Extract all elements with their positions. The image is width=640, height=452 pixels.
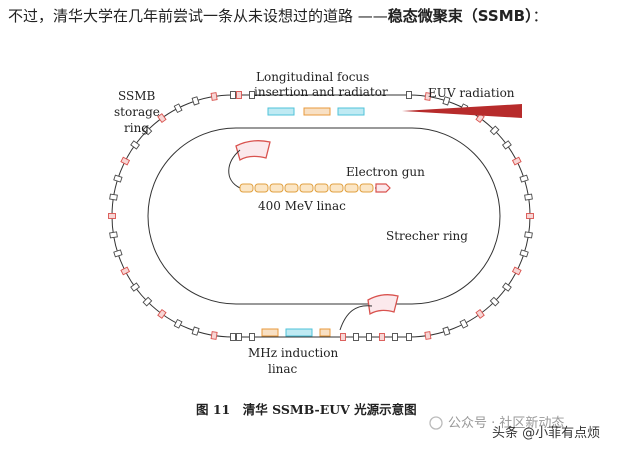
ring-magnet [524, 193, 533, 201]
ring-magnet [108, 213, 116, 219]
ring-magnet [442, 326, 451, 336]
ring-magnet [157, 113, 167, 124]
ring-magnet [524, 231, 533, 239]
injection-magnet-bottom [367, 294, 399, 316]
watermark-author: 头条 @小菲有点烦 [492, 425, 600, 441]
watermark-source: 公众号 · 社区新动态 [448, 415, 564, 431]
ring-magnet [191, 96, 200, 106]
storage-ring [111, 94, 531, 338]
linac-cell [299, 183, 314, 193]
ring-magnet [113, 174, 123, 183]
ring-magnet [130, 282, 141, 292]
label-longitudinal-2: insertion and radiator [254, 85, 388, 99]
euv-beam [402, 104, 522, 118]
ring-magnet [157, 308, 167, 319]
linac-cell [284, 183, 299, 193]
figure-caption: 图 11 清华 SSMB-EUV 光源示意图 [196, 402, 417, 417]
ring-magnet [130, 140, 141, 150]
ring-magnet [230, 91, 236, 99]
ring-magnet [142, 125, 153, 136]
linac-cell [329, 183, 344, 193]
injection-magnet-top [235, 140, 271, 161]
label-longitudinal-1: Longitudinal focus [256, 70, 369, 84]
linac-cell [254, 183, 269, 193]
ring-magnet [442, 96, 451, 106]
insertion-cyan-1 [267, 107, 295, 116]
ring-magnet [519, 249, 529, 258]
ring-magnet [173, 103, 183, 114]
ring-magnet [459, 318, 469, 329]
induction-orange-2 [319, 328, 331, 337]
ring-magnet [353, 333, 359, 341]
label-storage: storage [114, 105, 160, 119]
linac-cell [314, 183, 329, 193]
ring-magnet [526, 213, 534, 219]
ring-magnet [142, 296, 153, 307]
storage-ring-magnets [108, 91, 534, 341]
ring-magnet [511, 266, 522, 276]
ring-magnet [424, 92, 432, 101]
ring-magnet [366, 333, 372, 341]
top-insertion [267, 107, 365, 116]
ring-magnet [501, 282, 512, 292]
ring-magnet [501, 140, 512, 150]
intro-tail: ： [532, 7, 548, 25]
ring-magnet [210, 92, 218, 101]
ring-magnet [249, 91, 255, 99]
ring-magnet [173, 318, 183, 329]
bottom-induction-linac [261, 328, 331, 337]
label-mhz-2: linac [268, 362, 298, 376]
linac-cell [344, 183, 359, 193]
ring-magnet [191, 326, 200, 336]
label-mhz-1: MHz induction [248, 346, 338, 360]
ring-magnet [379, 333, 385, 341]
intro-bold: 稳态微聚束（SSMB） [387, 7, 533, 25]
linac-cell [359, 183, 374, 193]
label-electron-gun: Electron gun [346, 165, 425, 179]
ring-magnet [489, 296, 500, 307]
insertion-orange [303, 107, 331, 116]
intro-plain: 不过，清华大学在几年前尝试一条从未设想过的道路 —— [8, 7, 388, 25]
stretcher-ring [147, 127, 501, 305]
linac-cells [239, 183, 376, 193]
ring-magnet [120, 156, 131, 166]
ring-magnet [249, 333, 255, 341]
induction-orange [261, 328, 279, 337]
induction-cyan [285, 328, 313, 337]
ring-magnet [340, 333, 346, 341]
bottom-transport-line [339, 305, 373, 331]
linac-transport-line [228, 149, 241, 189]
ring-magnet [120, 266, 131, 276]
ring-magnet [519, 174, 529, 183]
ring-magnet [109, 193, 118, 201]
ring-magnet [392, 333, 398, 341]
ring-magnet [406, 333, 412, 341]
label-linac: 400 MeV linac [258, 199, 346, 213]
insertion-cyan-2 [337, 107, 365, 116]
linac-cell [239, 183, 254, 193]
ring-magnet [230, 333, 236, 341]
label-strecher: Strecher ring [386, 229, 468, 243]
ring-magnet [511, 156, 522, 166]
ring-magnet [210, 331, 218, 340]
label-euv: EUV radiation [428, 86, 515, 100]
ring-magnet [489, 125, 500, 136]
ring-magnet [424, 331, 432, 340]
intro-text: 不过，清华大学在几年前尝试一条从未设想过的道路 ——稳态微聚束（SSMB）： [8, 4, 632, 28]
label-ring: ring [124, 121, 149, 135]
ring-magnet [113, 249, 123, 258]
ring-magnet [475, 308, 485, 319]
label-ssmb: SSMB [118, 89, 156, 103]
ring-magnet [236, 91, 242, 99]
ring-magnet [236, 333, 242, 341]
ring-magnet [109, 231, 118, 239]
linac-cell [269, 183, 284, 193]
electron-gun-icon [375, 183, 391, 193]
ring-magnet [406, 91, 412, 99]
wechat-icon [429, 416, 443, 430]
